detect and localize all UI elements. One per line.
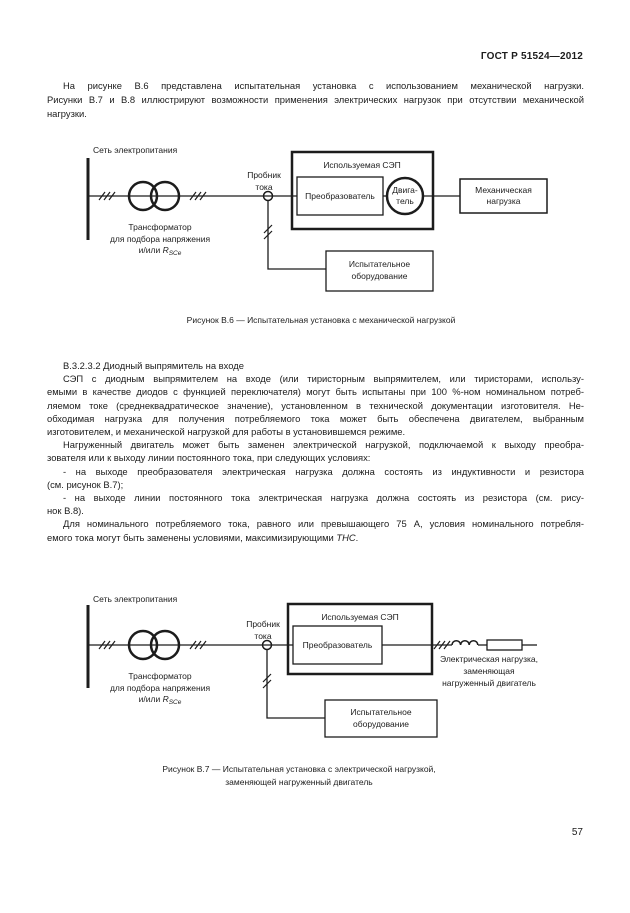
text-line: На рисунке В.6 представлена испытательна… xyxy=(63,80,584,91)
transformer-label-line3: и/или RSCe xyxy=(139,694,182,706)
text-line: - на выходе линии постоянного тока элект… xyxy=(63,492,584,504)
cable-hash-icon xyxy=(98,640,116,650)
test-equipment-box xyxy=(325,250,434,292)
transformer-label-line2: для подбора напряжения xyxy=(110,683,211,693)
figure-b7-diagram: Сеть электропитания Трансформатор для по… xyxy=(86,594,538,738)
text-line: изготовителем, и механической нагрузкой … xyxy=(47,426,406,438)
probe-label-line1: Пробник xyxy=(247,170,281,180)
text-line: нок В.8). xyxy=(47,505,84,517)
text-line: (см. рисунок В.7); xyxy=(47,478,124,490)
mains-label: Сеть электропитания xyxy=(93,145,178,155)
test-equipment-box xyxy=(324,699,438,738)
text-line: ляемом токе (среднеквадратическое значен… xyxy=(47,399,584,411)
sep-box xyxy=(286,602,434,676)
sep-title: Используемая СЭП xyxy=(323,160,400,170)
text-line: Рисунки В.7 и В.8 иллюстрируют возможнос… xyxy=(47,94,584,105)
figure-b6-caption: Рисунок В.6 — Испытательная установка с … xyxy=(186,315,456,325)
mechanical-load-box xyxy=(459,178,548,214)
text-line: Нагруженный двигатель может быть заменен… xyxy=(63,439,584,451)
sep-box xyxy=(290,150,435,231)
cable-hash-icon xyxy=(433,640,451,650)
transformer-icon xyxy=(127,629,181,661)
elec-load-line1: Электрическая нагрузка, xyxy=(440,654,538,664)
text-line: Для номинального потребляемого тока, рав… xyxy=(63,518,584,530)
figure-b7-caption: Рисунок В.7 — Испытательная установка с … xyxy=(47,763,551,789)
intro-paragraph: На рисунке В.6 представлена испытательна… xyxy=(47,79,584,121)
probe-connector-line xyxy=(267,200,326,270)
figure-b6-diagram: Сеть электропитания Трансформатор для по… xyxy=(86,145,548,292)
mains-label: Сеть электропитания xyxy=(93,594,178,604)
elec-load-line2: заменяющая xyxy=(463,666,515,676)
text-line: емыми в качестве диодов с функцией перек… xyxy=(47,386,584,398)
probe-label-line2: тока xyxy=(255,182,272,192)
cable-hash-icon xyxy=(263,224,273,240)
text-line: В.3.2.3.2 Диодный выпрямитель на входе xyxy=(63,360,244,371)
sep-title: Используемая СЭП xyxy=(321,612,398,622)
transformer-label-line2: для подбора напряжения xyxy=(110,234,211,244)
text-line: емого тока могут быть заменены условиями… xyxy=(47,531,359,543)
text-line: нагрузки. xyxy=(47,108,87,119)
motor-label-line2: тель xyxy=(396,196,414,206)
text-line: зователя или к выходу линии постоянного … xyxy=(47,452,371,464)
motor-label-line1: Двига- xyxy=(392,185,418,195)
inductor-icon xyxy=(451,639,479,646)
document-title: ГОСТ Р 51524—2012 xyxy=(480,51,583,62)
cable-hash-icon xyxy=(98,191,116,201)
text-line: СЭП с диодным выпрямителем на входе (или… xyxy=(63,373,584,385)
converter-label: Преобразователь xyxy=(305,191,375,201)
test-eq-line1: Испытательное xyxy=(350,707,411,717)
transformer-label-line1: Трансформатор xyxy=(128,671,191,681)
cable-hash-icon xyxy=(262,673,272,689)
page-number: 57 xyxy=(571,827,583,838)
cable-hash-icon xyxy=(189,640,207,650)
cable-hash-icon xyxy=(189,191,207,201)
transformer-label-line3: и/или RSCe xyxy=(139,245,182,257)
test-eq-line1: Испытательное xyxy=(349,259,410,269)
mech-load-line1: Механическая xyxy=(475,185,532,195)
converter-label: Преобразователь xyxy=(303,640,373,650)
probe-connector-line xyxy=(266,649,325,719)
text-line: - на выходе преобразователя электрическа… xyxy=(63,465,584,477)
mech-load-line2: нагрузка xyxy=(487,196,521,206)
figure-b7-caption-line1: Рисунок В.7 — Испытательная установка с … xyxy=(162,764,436,774)
transformer-label-line1: Трансформатор xyxy=(128,222,191,232)
resistor-icon xyxy=(486,639,523,651)
transformer-icon xyxy=(127,180,181,212)
elec-load-line3: нагруженный двигатель xyxy=(442,678,536,688)
test-eq-line2: оборудование xyxy=(352,271,408,281)
figure-b7-caption-line2: заменяющей нагруженный двигатель xyxy=(225,777,373,787)
test-eq-line2: оборудование xyxy=(353,719,409,729)
probe-label-line2: тока xyxy=(254,631,271,641)
probe-label-line1: Пробник xyxy=(246,619,280,629)
text-line: обходимая нагрузка для получения потребл… xyxy=(47,412,584,424)
